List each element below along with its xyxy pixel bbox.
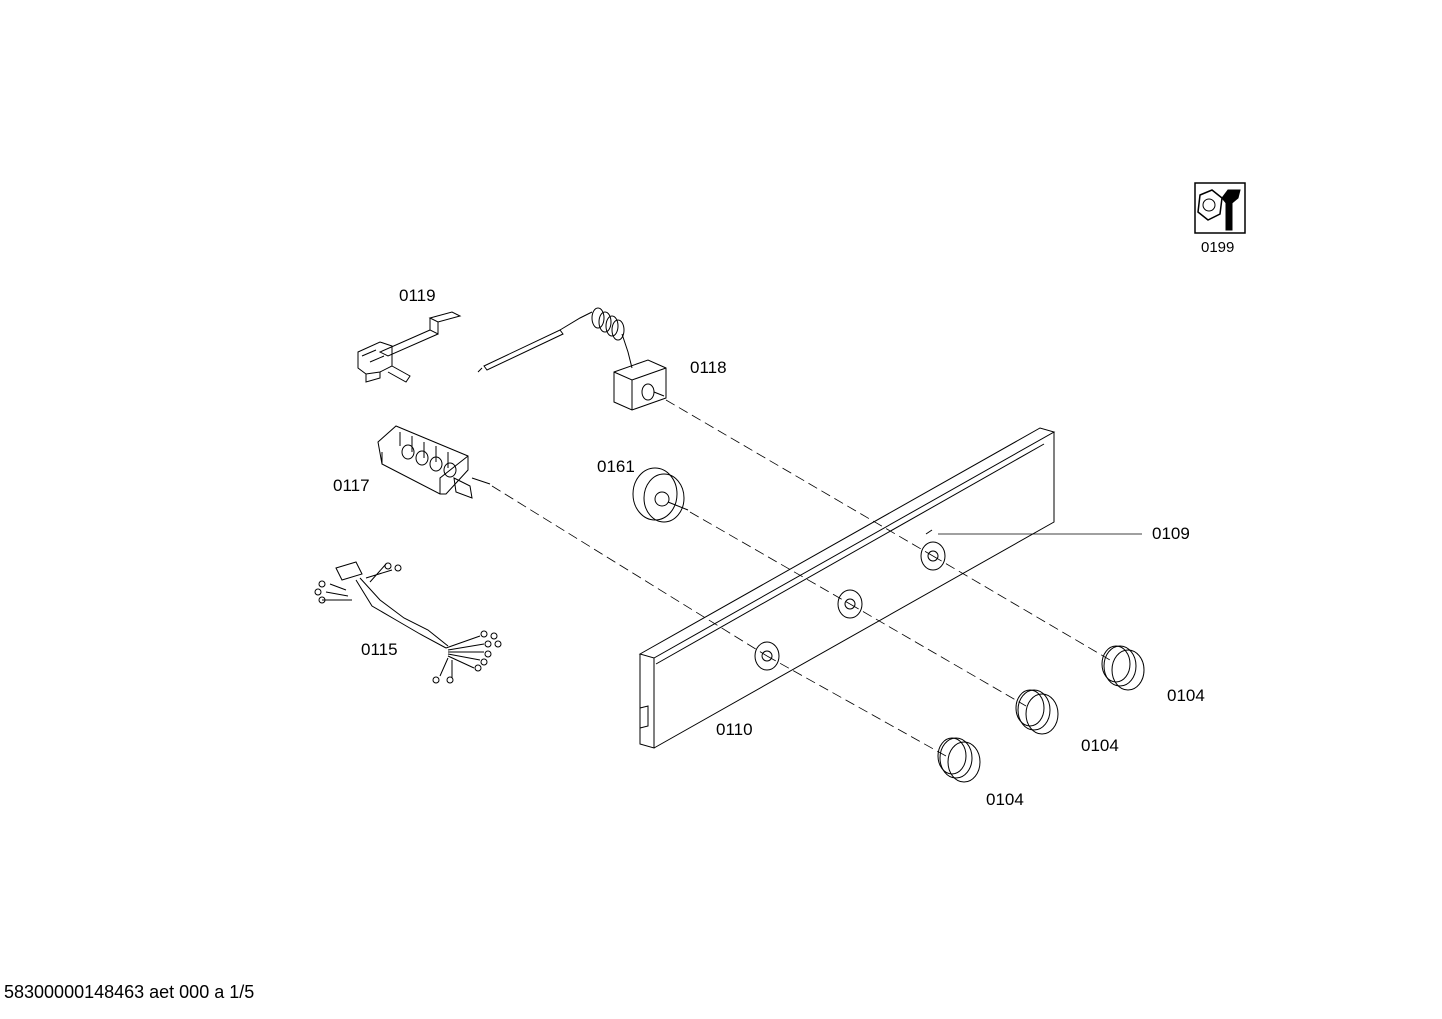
knob-part-0104-c bbox=[937, 737, 981, 783]
document-footer-code: 58300000148463 aet 000 a 1/5 bbox=[4, 982, 255, 1002]
part-label-0110: 0110 bbox=[716, 720, 753, 739]
regulator-part-0161 bbox=[632, 467, 689, 523]
panel-hole-2 bbox=[837, 589, 863, 619]
bracket-part-0119 bbox=[357, 311, 462, 383]
thermostat-part-0118 bbox=[477, 307, 667, 411]
assembly-lines bbox=[491, 399, 1111, 757]
part-label-0161: 0161 bbox=[597, 457, 635, 476]
part-label-0118: 0118 bbox=[690, 358, 727, 377]
part-label-0199: 0199 bbox=[1201, 239, 1235, 256]
part-label-0104-a: 0104 bbox=[1167, 686, 1205, 705]
panel-hole-1 bbox=[754, 641, 780, 671]
wiring-harness-part-0115 bbox=[314, 561, 502, 684]
part-label-0117: 0117 bbox=[333, 476, 370, 495]
part-label-0104-b: 0104 bbox=[1081, 736, 1119, 755]
switch-part-0117 bbox=[377, 425, 491, 499]
tool-kit-icon bbox=[1194, 182, 1246, 234]
knob-part-0104-a bbox=[1101, 645, 1145, 691]
part-label-0109: 0109 bbox=[1152, 524, 1190, 543]
part-label-0115: 0115 bbox=[361, 640, 398, 659]
part-label-0119: 0119 bbox=[399, 286, 436, 305]
indicator-part-0109 bbox=[925, 529, 933, 535]
part-label-0104-c: 0104 bbox=[986, 790, 1024, 809]
panel-hole-3 bbox=[920, 541, 946, 571]
control-panel-part-0110 bbox=[638, 427, 1056, 749]
knob-part-0104-b bbox=[1015, 689, 1059, 735]
